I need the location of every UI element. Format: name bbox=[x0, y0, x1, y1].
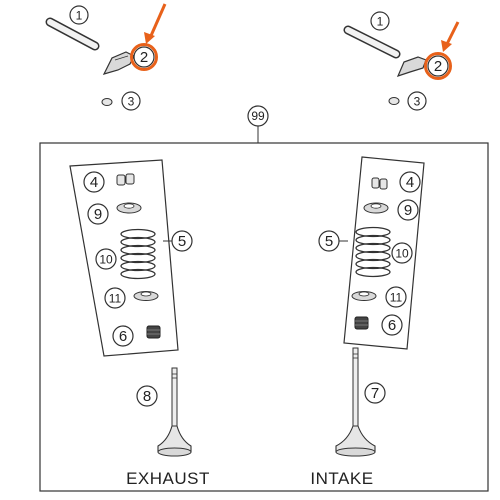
callout-1-left: 1 bbox=[69, 5, 89, 25]
valve-spring-part-left bbox=[120, 228, 156, 280]
valve-keepers-part-left bbox=[116, 173, 135, 186]
exhaust-spring-panel: 4 9 10 11 bbox=[69, 159, 179, 357]
svg-text:9: 9 bbox=[404, 202, 412, 219]
callout-1-right: 1 bbox=[370, 11, 390, 31]
svg-text:11: 11 bbox=[109, 292, 122, 306]
intake-label: INTAKE bbox=[310, 469, 373, 488]
svg-text:10: 10 bbox=[395, 247, 409, 261]
exhaust-valve-part bbox=[157, 367, 192, 457]
shim-part-right bbox=[388, 97, 400, 105]
callout-10-right: 10 bbox=[391, 242, 413, 264]
callout-2-right: 2 bbox=[424, 52, 452, 80]
callout-11-right: 11 bbox=[385, 286, 407, 308]
callout-99: 99 bbox=[247, 105, 269, 143]
svg-text:2: 2 bbox=[434, 58, 442, 75]
callout-9-right: 9 bbox=[397, 199, 419, 221]
svg-text:6: 6 bbox=[388, 317, 396, 334]
callout-5-right: 5 bbox=[318, 230, 348, 252]
valve-keepers-part-right bbox=[371, 177, 388, 190]
intake-spring-panel: 4 9 10 11 bbox=[343, 156, 425, 350]
callout-11-left: 11 bbox=[104, 287, 126, 309]
svg-text:1: 1 bbox=[377, 15, 384, 29]
intake-valve-part bbox=[335, 347, 376, 457]
callout-4-right: 4 bbox=[399, 171, 421, 193]
rocker-arm-part bbox=[102, 51, 135, 75]
svg-text:9: 9 bbox=[94, 206, 102, 223]
callout-8: 8 bbox=[136, 385, 158, 407]
svg-text:5: 5 bbox=[325, 233, 333, 250]
callout-10-left: 10 bbox=[95, 248, 117, 270]
assembly-frame bbox=[39, 142, 489, 492]
svg-text:99: 99 bbox=[251, 109, 265, 123]
svg-text:10: 10 bbox=[99, 253, 113, 267]
rocker-shaft-part-right bbox=[343, 25, 401, 59]
callout-9-left: 9 bbox=[87, 203, 109, 225]
svg-text:3: 3 bbox=[128, 95, 135, 109]
valve-spring-part-right bbox=[355, 226, 391, 278]
spring-seat-part-left bbox=[133, 291, 159, 301]
callout-6-left: 6 bbox=[112, 325, 134, 347]
exhaust-rocker-group: 1 2 3 bbox=[45, 3, 167, 111]
intake-rocker-group: 1 2 3 bbox=[343, 11, 460, 111]
svg-text:8: 8 bbox=[143, 388, 151, 405]
valve-stem-seal-part-right bbox=[354, 316, 369, 330]
highlight-arrow-left bbox=[144, 3, 167, 44]
callout-4-left: 4 bbox=[83, 171, 105, 193]
svg-text:4: 4 bbox=[406, 174, 414, 191]
svg-text:4: 4 bbox=[90, 174, 98, 191]
callout-6-right: 6 bbox=[381, 314, 403, 336]
callout-2-left: 2 bbox=[130, 43, 158, 71]
shim-part-left bbox=[101, 98, 113, 106]
spring-retainer-part-left bbox=[116, 202, 142, 214]
valve-stem-seal-part-left bbox=[146, 325, 161, 339]
spring-seat-part-right bbox=[351, 291, 377, 301]
svg-text:2: 2 bbox=[140, 49, 148, 66]
svg-text:6: 6 bbox=[119, 328, 127, 345]
callout-3-left: 3 bbox=[121, 91, 141, 111]
callout-7: 7 bbox=[364, 382, 386, 404]
callout-3-right: 3 bbox=[407, 91, 427, 111]
spring-retainer-part-right bbox=[363, 202, 389, 214]
exhaust-label: EXHAUST bbox=[126, 469, 210, 488]
svg-text:5: 5 bbox=[178, 233, 186, 250]
callout-5-left: 5 bbox=[163, 230, 193, 252]
svg-text:11: 11 bbox=[390, 291, 403, 305]
svg-text:1: 1 bbox=[76, 9, 83, 23]
svg-text:7: 7 bbox=[371, 385, 379, 402]
highlight-arrow-right bbox=[441, 21, 460, 52]
rocker-shaft-part bbox=[45, 17, 100, 51]
svg-text:3: 3 bbox=[414, 95, 421, 109]
rocker-arm-part-right bbox=[396, 56, 427, 77]
